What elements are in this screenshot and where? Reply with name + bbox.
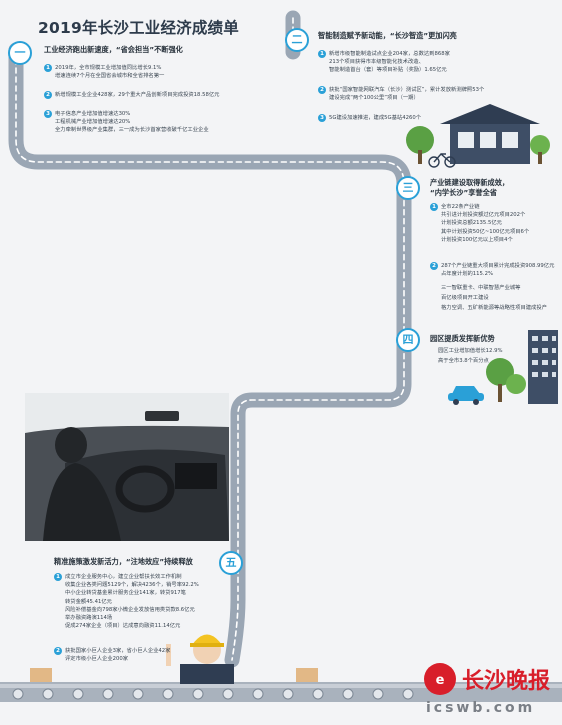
conveyor-icon — [0, 668, 562, 702]
section-badge-3: 三 — [396, 176, 420, 200]
car-interior-photo — [25, 393, 229, 541]
section-heading-5: 精准施策激发新活力，“注地效应”持续释放 — [54, 557, 193, 566]
logo-url: icswb.com — [426, 700, 536, 716]
building-icon — [528, 330, 558, 404]
logo-text: 长沙晚报 — [462, 668, 550, 694]
section-badge-1: 一 — [8, 41, 32, 65]
section-heading-1: 工业经济跑出新速度，“省会担当”不断强化 — [44, 45, 183, 54]
section-4-text: 园区工业增加值增长12.9%高于全市3.8个百分点 — [438, 348, 503, 365]
page-title: 2019年长沙工业经济成绩单 — [38, 19, 239, 37]
svg-text:e: e — [436, 673, 445, 688]
car-icon — [448, 386, 484, 405]
tree-icon — [486, 358, 526, 402]
section-3-extra: 三一智联重卡、中联智慧产业城等百亿级项目开工建设格力空调、五矿新能源等战略性项目… — [441, 285, 547, 312]
section-badge-5: 五 — [219, 551, 243, 575]
section-badge-2: 二 — [285, 28, 309, 52]
section-heading-4: 园区提质发挥新优势 — [430, 334, 495, 343]
section-heading-3: 产业链建设取得新成效，“内学长沙”享誉全省 — [430, 178, 510, 197]
house-icon — [440, 104, 540, 164]
section-heading-2: 智能制造赋予新动能，“长沙智造”更加闪亮 — [318, 31, 457, 40]
newspaper-logo: e 长沙晚报 — [420, 655, 552, 709]
worker-icon — [166, 634, 234, 684]
bicycle-icon — [428, 153, 456, 168]
tree-icon — [406, 126, 550, 164]
section-badge-4: 四 — [396, 328, 420, 352]
